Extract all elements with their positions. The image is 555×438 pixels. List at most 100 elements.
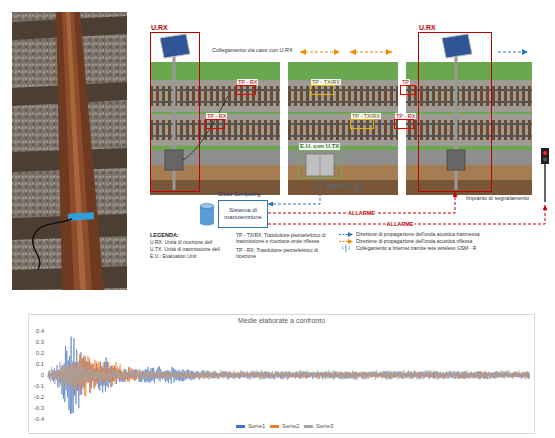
legend-entry: Direzione di propagazione dell'onda acus… [356, 239, 472, 245]
track-section [288, 135, 398, 137]
track-section [150, 62, 280, 195]
legend-entry: Collegamento a Internet tramite rete wir… [356, 246, 476, 252]
wave-direction-arrows [300, 52, 528, 53]
receiver-pole [442, 34, 472, 190]
transducer-box: TP - RX [236, 85, 256, 95]
signal-light [541, 148, 549, 164]
transducer-box: TP - RX [205, 119, 225, 129]
track-section [150, 62, 280, 150]
rail-photo [62, 12, 92, 290]
track-section [406, 135, 532, 137]
series-2-wave [48, 354, 530, 397]
node-label: TP - RX [395, 113, 416, 119]
chart-plot [48, 337, 530, 414]
axis-value: -0.1 [34, 383, 44, 390]
track-section [406, 62, 532, 195]
track-section [288, 101, 398, 103]
node-label: U.RX [419, 24, 436, 32]
transducer-box: TP [400, 85, 416, 95]
axis-value: 0.2 [36, 350, 44, 357]
node-label: Medie elaborate a confronto [29, 317, 534, 325]
rail-photo [12, 12, 127, 290]
axis-value: -0.2 [34, 394, 44, 401]
legend-entry: U.TX: Unità di trasmissione dell [150, 247, 220, 253]
receiver-pole [442, 34, 472, 58]
receiver-pole [160, 34, 228, 190]
node-label: TP [401, 79, 410, 85]
node-label: E.U. con U.TX [299, 143, 340, 150]
connector-line [268, 178, 320, 204]
maintenance-box: Sistema di manutenzione [218, 200, 268, 228]
legend-entry: U.RX: Unità di ricezione dell [150, 240, 212, 246]
track-section [406, 120, 532, 140]
track-section [406, 89, 532, 91]
text-label: Impianto di segnalamento [466, 195, 529, 201]
node-label: U.RX [151, 24, 168, 32]
legend-entry: Serie2 [270, 423, 299, 430]
legend-text: Direzione di propagazione dell'onda acus… [356, 239, 472, 245]
signal-light [543, 151, 547, 155]
legend-samples [339, 234, 353, 235]
legend-entry: Serie1 [236, 423, 265, 430]
track-section [288, 120, 398, 140]
text-label: ALLARME [386, 221, 415, 227]
axis-value: -0.4 [34, 416, 44, 423]
legend-text: Serie2 [282, 423, 299, 430]
legend-text: U.TX: Unità di trasmissione dell [150, 247, 220, 253]
legend-entry: E.U.: Evaluation Unit [150, 254, 196, 260]
rail-photo [33, 219, 72, 270]
wave-direction-arrows [498, 51, 528, 52]
axis-value: 0.3 [36, 339, 44, 346]
node-label: TP - TX/RX [351, 113, 381, 119]
legend-samples [346, 245, 347, 252]
wave-direction-arrows [300, 51, 340, 52]
legend-text: Collegamento a Internet tramite rete wir… [356, 246, 476, 252]
wave-direction-arrows [350, 51, 392, 52]
legend-samples [343, 246, 350, 250]
track-section [406, 165, 532, 180]
axis-value: 0 [41, 372, 44, 379]
track-section [406, 150, 532, 165]
track-section [288, 89, 398, 91]
legend-text: Serie1 [248, 423, 265, 430]
text-label: Collegamento via cavo con U.RX [212, 47, 293, 53]
text-label: LEGENDA: [150, 232, 179, 238]
track-section [288, 180, 398, 195]
antenna-icon [351, 182, 361, 193]
signal-light [544, 160, 546, 202]
axis-value: -0.3 [34, 405, 44, 412]
antenna-icon [351, 183, 361, 189]
legend-text: E.U.: Evaluation Unit [150, 254, 196, 260]
track-section [288, 62, 398, 195]
track-section [150, 86, 280, 106]
unit-region: U.RX [418, 32, 492, 192]
signal-light [543, 158, 547, 162]
evaluation-cabinet [306, 154, 334, 176]
text-label: Cloud Computing [218, 191, 261, 197]
axis-value: 0.1 [36, 361, 44, 368]
axis-value: 0.4 [36, 328, 44, 335]
legend-swatch [236, 425, 245, 428]
track-section [288, 80, 398, 112]
receiver-pole [160, 34, 190, 58]
track-section [288, 86, 398, 106]
track-section [406, 114, 532, 146]
track-section [406, 101, 532, 103]
legend-text: Serie3 [316, 423, 333, 430]
track-section [150, 120, 280, 140]
track-section [150, 101, 280, 103]
track-section [288, 150, 398, 165]
transducer-box: TP - TX/RX [350, 119, 374, 129]
track-section [288, 123, 398, 125]
rail-photo [12, 12, 127, 290]
legend-entry: Serie3 [304, 423, 333, 430]
node-label: Sistema di manutenzione [221, 207, 265, 220]
rail-photo [56, 12, 104, 290]
rail-photo [66, 12, 86, 290]
track-section [150, 80, 280, 112]
transducer-box: TP - TX/RX [310, 85, 334, 95]
database-cylinder [200, 204, 214, 209]
track-section [288, 114, 398, 146]
